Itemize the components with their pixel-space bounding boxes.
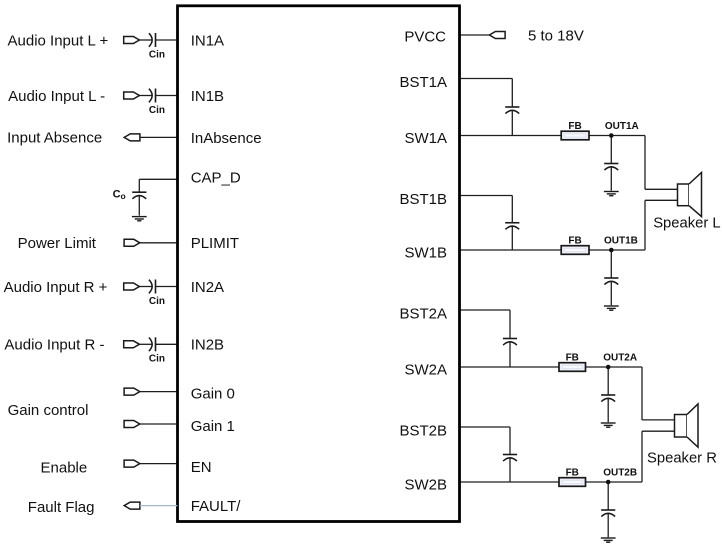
svg-text:IN1B: IN1B — [191, 88, 224, 105]
svg-text:SW1B: SW1B — [404, 244, 447, 261]
svg-text:OUT2A: OUT2A — [603, 352, 637, 363]
svg-text:Audio Input L -: Audio Input L - — [8, 88, 105, 105]
svg-text:SW2A: SW2A — [404, 361, 447, 378]
svg-text:Gain 1: Gain 1 — [191, 418, 235, 435]
svg-text:Power Limit: Power Limit — [18, 235, 97, 252]
svg-text:Audio Input R +: Audio Input R + — [4, 279, 108, 296]
svg-text:IN2B: IN2B — [191, 337, 224, 354]
svg-text:OUT1B: OUT1B — [604, 235, 638, 246]
svg-text:Speaker R: Speaker R — [647, 451, 717, 467]
svg-text:OUT2B: OUT2B — [603, 467, 637, 478]
svg-text:FB: FB — [568, 235, 581, 246]
svg-text:BST1B: BST1B — [399, 191, 447, 208]
svg-text:Gain 0: Gain 0 — [191, 386, 235, 403]
svg-text:InAbsence: InAbsence — [191, 130, 262, 147]
svg-text:Gain control: Gain control — [8, 402, 89, 419]
svg-text:PVCC: PVCC — [404, 28, 446, 45]
svg-text:BST1A: BST1A — [399, 74, 447, 91]
svg-text:PLIMIT: PLIMIT — [191, 235, 239, 252]
svg-text:Speaker L: Speaker L — [653, 215, 720, 231]
svg-text:Audio Input L +: Audio Input L + — [8, 32, 109, 49]
svg-text:Audio Input R -: Audio Input R - — [4, 337, 104, 354]
svg-text:SW1A: SW1A — [404, 130, 447, 147]
svg-text:BST2A: BST2A — [399, 305, 447, 322]
svg-text:Cin: Cin — [149, 354, 165, 365]
svg-text:FB: FB — [566, 352, 579, 363]
svg-text:Co: Co — [113, 188, 126, 201]
svg-text:Enable: Enable — [41, 460, 88, 477]
svg-text:Cin: Cin — [149, 49, 165, 60]
svg-text:BST2B: BST2B — [399, 422, 447, 439]
svg-text:FB: FB — [568, 121, 581, 132]
svg-text:SW2B: SW2B — [404, 476, 447, 493]
svg-text:OUT1A: OUT1A — [605, 121, 639, 132]
svg-text:FB: FB — [566, 467, 579, 478]
svg-text:Fault Flag: Fault Flag — [28, 499, 95, 516]
svg-text:5 to 18V: 5 to 18V — [528, 27, 584, 44]
svg-text:Cin: Cin — [149, 105, 165, 116]
svg-text:IN1A: IN1A — [191, 32, 224, 49]
svg-text:IN2A: IN2A — [191, 279, 224, 296]
svg-text:FAULT/: FAULT/ — [191, 498, 242, 515]
svg-text:CAP_D: CAP_D — [191, 170, 241, 187]
svg-text:Cin: Cin — [149, 296, 165, 307]
svg-text:Input Absence: Input Absence — [7, 130, 102, 147]
svg-text:EN: EN — [191, 459, 212, 476]
